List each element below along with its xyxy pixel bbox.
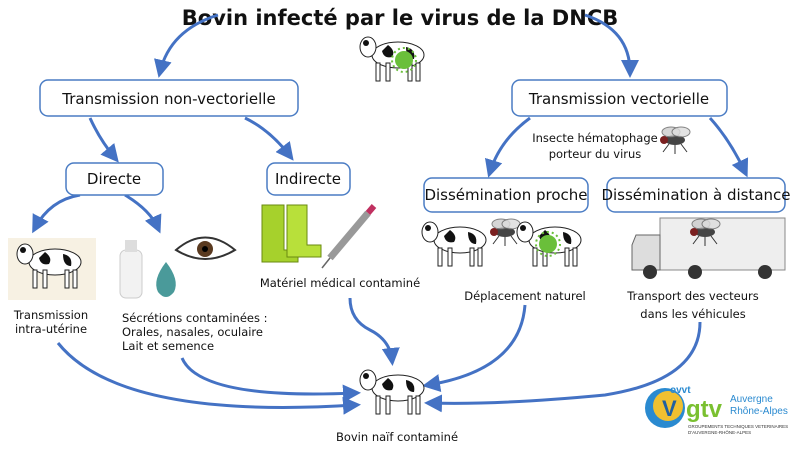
near-dissemination-image — [421, 218, 582, 267]
label-medical: Matériel médical contaminé — [260, 276, 420, 290]
svg-text:ovvt: ovvt — [670, 385, 691, 396]
node-non-vectorial: Transmission non-vectorielle — [61, 90, 275, 108]
svg-text:GROUPEMENTS TECHNIQUES VETERIN: GROUPEMENTS TECHNIQUES VETERINAIRES — [688, 424, 788, 429]
target-cow-image — [359, 369, 425, 415]
label-insect-2: porteur du virus — [549, 147, 642, 161]
syringe-icon — [321, 204, 377, 269]
label-transport: Transport des vecteurs — [626, 289, 758, 303]
label-target: Bovin naïf contaminé — [336, 430, 458, 444]
svg-text:Auvergne: Auvergne — [730, 394, 773, 405]
eye-icon — [174, 236, 237, 260]
svg-text:D'AUVERGNE-RHÔNE-ALPES: D'AUVERGNE-RHÔNE-ALPES — [688, 429, 751, 435]
node-distance: Dissémination à distance — [601, 186, 790, 204]
label-secretions-2: Orales, nasales, oculaire — [122, 325, 263, 339]
node-indirect: Indirecte — [275, 170, 341, 188]
svg-text:V: V — [662, 396, 677, 421]
label-transport-2: dans les véhicules — [640, 307, 745, 321]
source-cow-image — [359, 36, 425, 82]
boots-icon — [261, 204, 322, 263]
gtv-logo: V ovvt gtv Auvergne Rhône-Alpes GROUPEME… — [645, 385, 788, 435]
truck-image — [631, 217, 786, 279]
diagram-title: Bovin infecté par le virus de la DNCB — [182, 6, 618, 30]
fly-icon — [659, 126, 691, 155]
milk-bottle-icon — [119, 240, 143, 299]
node-near: Dissémination proche — [424, 186, 587, 204]
svg-text:gtv: gtv — [686, 396, 723, 423]
label-intra: Transmission — [13, 308, 88, 322]
arrows — [32, 13, 749, 415]
box-vectorial — [511, 79, 728, 117]
node-direct: Directe — [87, 170, 141, 188]
box-distance — [606, 177, 786, 213]
box-non-vectorial — [39, 79, 299, 117]
label-secretions: Sécrétions contaminées : — [122, 311, 268, 325]
calf-image — [8, 238, 96, 300]
box-indirect — [266, 162, 351, 196]
label-intra-2: intra-utérine — [15, 322, 87, 336]
label-secretions-3: Lait et semence — [122, 339, 214, 353]
label-natural: Déplacement naturel — [464, 289, 585, 303]
label-insect: Insecte hématophage — [532, 131, 657, 145]
box-near — [423, 177, 589, 213]
svg-text:Rhône-Alpes: Rhône-Alpes — [730, 406, 788, 417]
box-direct — [65, 162, 164, 196]
drop-icon — [156, 262, 176, 297]
node-vectorial: Transmission vectorielle — [528, 90, 709, 108]
